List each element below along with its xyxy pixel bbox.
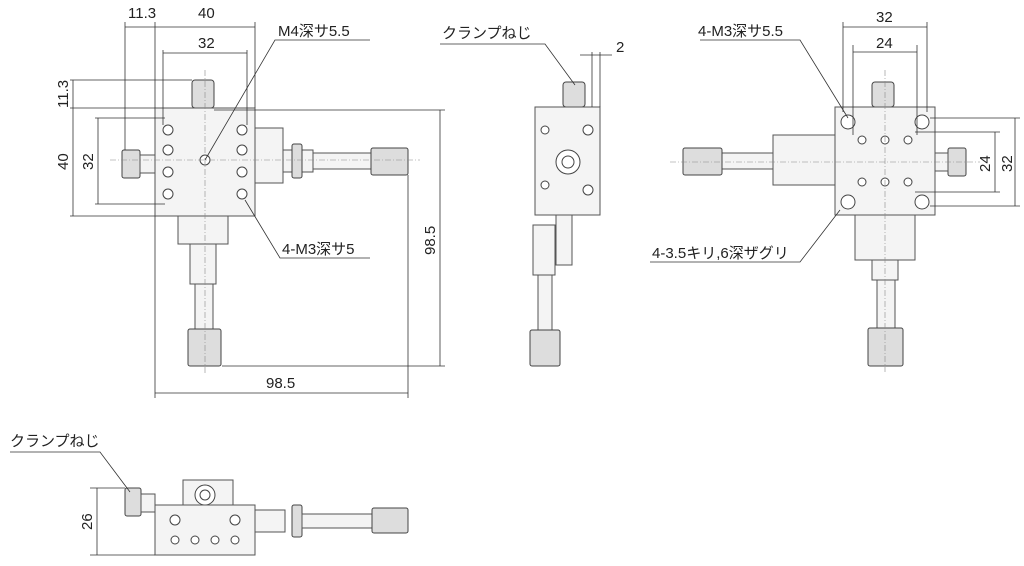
dim-right-height: 32 <box>999 155 1016 172</box>
callout-corner-holes: 4-M3深サ5 <box>282 241 355 258</box>
side-view-stage <box>440 43 612 367</box>
dim-top-inner: 32 <box>198 35 215 52</box>
dim-left-offset: 11.3 <box>55 80 72 108</box>
callout-bottom-holes: 4-M3深サ5.5 <box>698 23 783 40</box>
dim-bottom-top-width: 32 <box>876 9 893 26</box>
bottom-view-stage <box>650 22 1020 372</box>
callout-clamp-front: クランプねじ <box>10 433 100 450</box>
callout-clamp-side: クランプねじ <box>442 25 532 42</box>
dim-right-inner: 24 <box>977 155 994 172</box>
dim-top-offset: 11.3 <box>128 5 156 22</box>
top-view-stage <box>110 70 420 375</box>
top-view-dimensions <box>70 22 445 398</box>
dim-top-width: 40 <box>198 5 215 22</box>
front-view-stage <box>10 451 409 556</box>
dim-clamp-offset: 2 <box>616 39 624 56</box>
dim-bottom-top-inner: 24 <box>876 35 893 52</box>
dim-total-height: 98.5 <box>422 226 439 255</box>
dim-left-height: 40 <box>55 153 72 170</box>
callout-center-hole: M4深サ5.5 <box>278 23 350 40</box>
callout-counterbore: 4-3.5キリ,6深ザグリ <box>652 245 789 262</box>
dim-front-height: 26 <box>79 513 96 530</box>
dim-left-inner: 32 <box>80 153 97 170</box>
dim-total-width: 98.5 <box>266 375 295 392</box>
